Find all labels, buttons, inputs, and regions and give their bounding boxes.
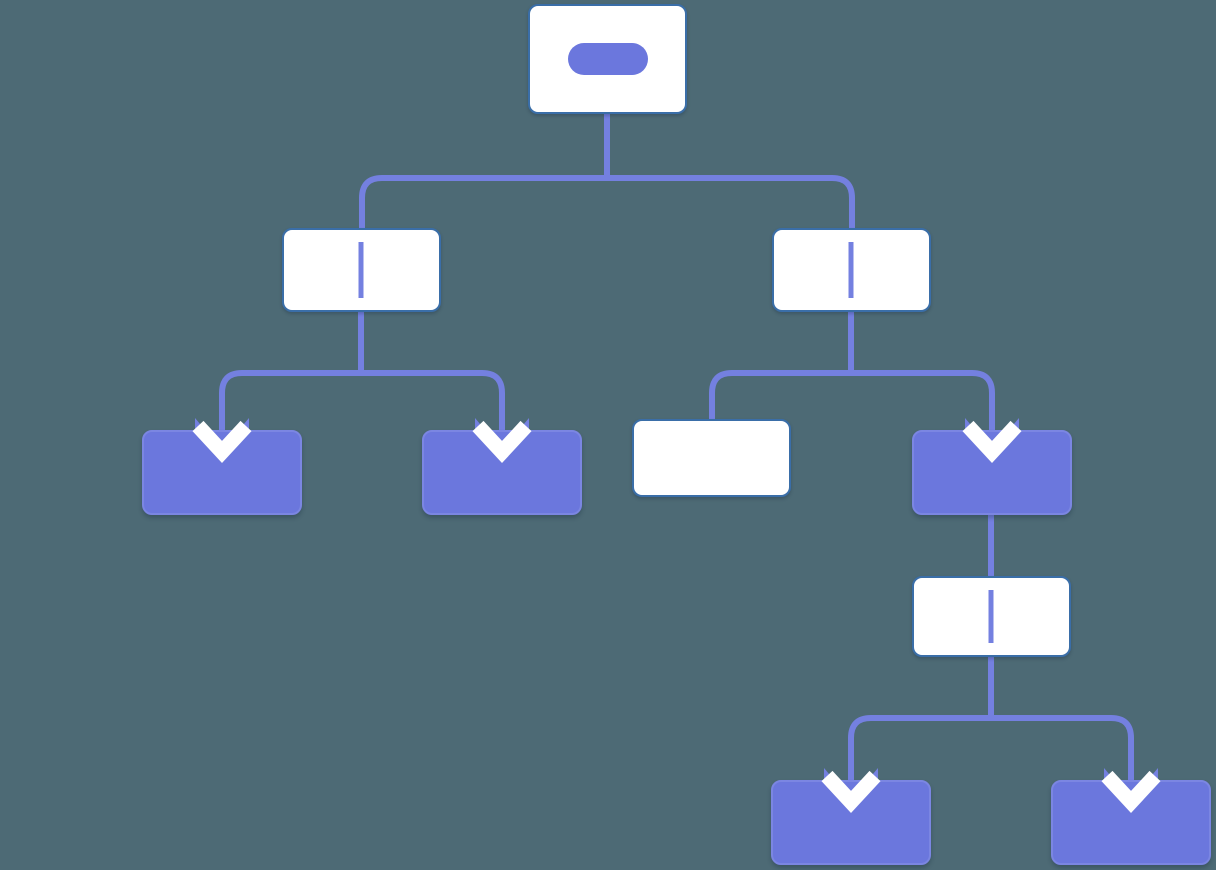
branch-node-lower[interactable] (912, 576, 1071, 657)
node-label (914, 432, 1070, 513)
terminal-node-white[interactable] (632, 419, 791, 497)
node-label (914, 578, 1069, 655)
node-label (1053, 782, 1209, 863)
leaf-node-a[interactable] (142, 430, 302, 515)
root-node[interactable] (528, 4, 687, 114)
leaf-node-d[interactable] (1051, 780, 1211, 865)
node-label (424, 432, 580, 513)
branch-node-d[interactable] (912, 430, 1072, 515)
node-label (634, 421, 789, 495)
leaf-node-b[interactable] (422, 430, 582, 515)
node-label (144, 432, 300, 513)
node-label (773, 782, 929, 863)
branch-node-left[interactable] (282, 228, 441, 312)
leaf-node-c[interactable] (771, 780, 931, 865)
node-label (774, 230, 929, 310)
branch-node-right[interactable] (772, 228, 931, 312)
redacted-label-pill (568, 43, 648, 75)
node-label (284, 230, 439, 310)
